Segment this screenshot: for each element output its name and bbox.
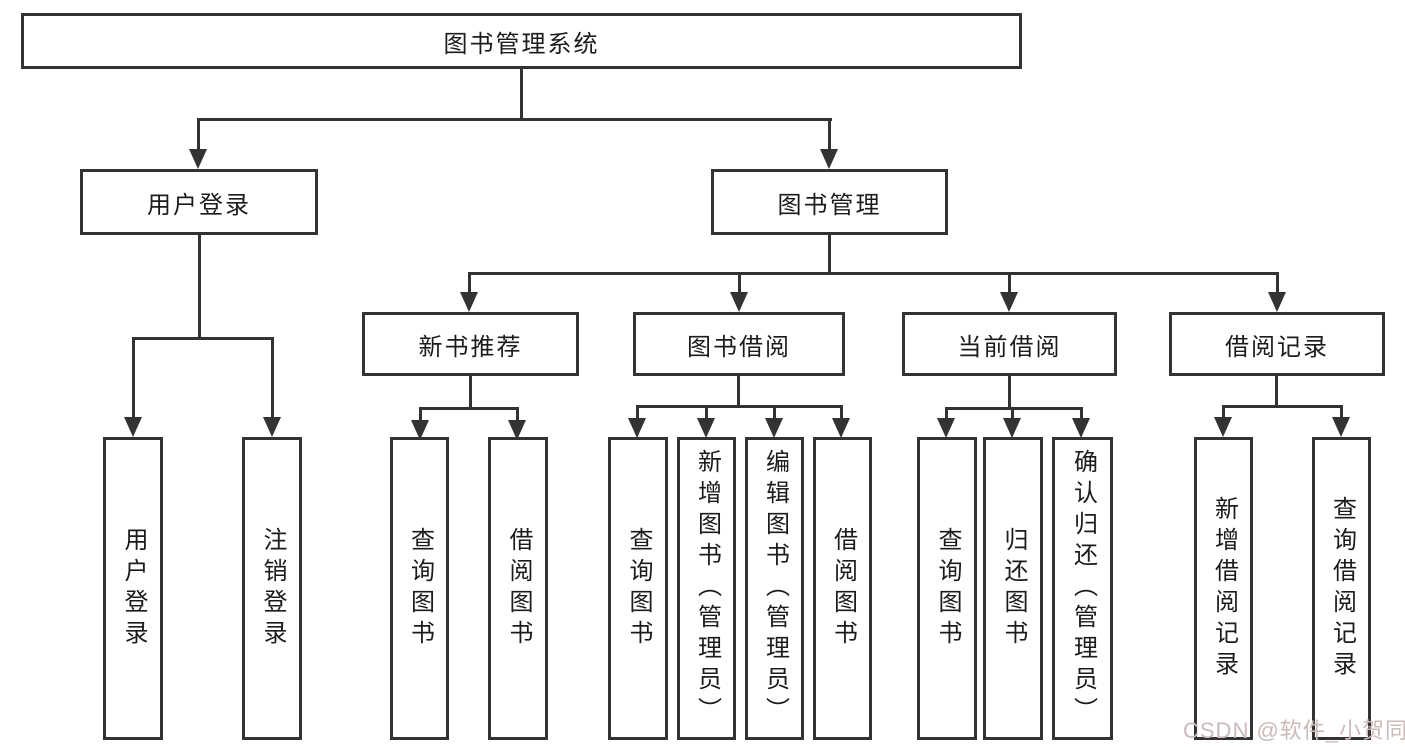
- arrowhead-down-icon: [697, 418, 715, 438]
- connector-records-drop-2: [1340, 405, 1343, 417]
- arrowhead-down-icon: [1072, 418, 1090, 438]
- node-user-login-label: 用户登录: [147, 191, 251, 219]
- leaf-borrow-edit-books-admin-label: 编辑图书（管理员）: [761, 449, 789, 728]
- connector-borrow-stem: [737, 376, 740, 405]
- leaf-recommend-query-books-label: 查询图书: [406, 526, 434, 651]
- leaf-borrow-query-books: 查询图书: [608, 437, 668, 740]
- connector-current-drop-3: [1080, 407, 1083, 418]
- connector-borrow-rail: [636, 405, 843, 408]
- connector-root-drop-right: [828, 118, 831, 150]
- node-book-borrowing: 图书借阅: [633, 312, 845, 376]
- node-new-book-recommend: 新书推荐: [362, 312, 579, 376]
- connector-records-stem: [1275, 376, 1278, 405]
- leaf-records-add-record: 新增借阅记录: [1194, 437, 1253, 740]
- connector-recommend-rail: [419, 407, 519, 410]
- arrowhead-down-icon: [1003, 418, 1021, 438]
- leaf-current-query-books-label: 查询图书: [934, 526, 961, 651]
- csdn-watermark: CSDN @软件_小贺同学: [1183, 718, 1405, 743]
- leaf-recommend-query-books: 查询图书: [390, 437, 449, 740]
- connector-root-stem: [520, 69, 523, 119]
- arrowhead-down-icon: [263, 417, 281, 437]
- leaf-current-confirm-return-admin-label: 确认归还（管理员）: [1069, 449, 1097, 728]
- connector-recommend-stem: [469, 376, 472, 407]
- arrowhead-down-icon: [124, 417, 142, 437]
- leaf-records-query-record-label: 查询借阅记录: [1328, 495, 1356, 682]
- node-book-management-label: 图书管理: [777, 191, 882, 219]
- connector-recommend-drop-1: [419, 407, 422, 420]
- arrowhead-down-icon: [730, 292, 748, 312]
- arrowhead-down-icon: [508, 420, 526, 440]
- connector-borrow-drop-3: [773, 405, 776, 418]
- connector-mgmt-drop-1: [468, 272, 471, 292]
- leaf-records-add-record-label: 新增借阅记录: [1210, 495, 1238, 682]
- connector-login-rail: [132, 337, 274, 340]
- connector-root-drop-left: [197, 118, 200, 150]
- node-current-borrowing-label: 当前借阅: [957, 333, 1062, 361]
- leaf-user-login: 用户登录: [103, 437, 163, 740]
- connector-mgmt-stem: [828, 235, 831, 272]
- leaf-records-query-record: 查询借阅记录: [1312, 437, 1371, 740]
- arrowhead-down-icon: [765, 418, 783, 438]
- leaf-current-query-books: 查询图书: [917, 437, 977, 740]
- connector-borrow-drop-1: [636, 405, 639, 418]
- leaf-borrow-borrow-books: 借阅图书: [813, 437, 872, 740]
- arrowhead-down-icon: [1332, 417, 1350, 437]
- connector-mgmt-drop-3: [1008, 272, 1011, 292]
- node-new-book-recommend-label: 新书推荐: [418, 333, 523, 361]
- arrowhead-down-icon: [411, 420, 429, 440]
- leaf-borrow-query-books-label: 查询图书: [625, 526, 652, 651]
- node-book-borrowing-label: 图书借阅: [687, 333, 791, 361]
- connector-current-rail: [945, 407, 1083, 410]
- connector-login-drop-2: [271, 337, 274, 417]
- leaf-logout: 注销登录: [242, 437, 302, 740]
- arrowhead-down-icon: [189, 149, 207, 169]
- connector-records-rail: [1222, 405, 1343, 408]
- connector-login-drop-1: [132, 337, 135, 417]
- leaf-logout-label: 注销登录: [259, 526, 286, 651]
- node-root-label: 图书管理系统: [443, 30, 600, 58]
- connector-records-drop-1: [1222, 405, 1225, 417]
- node-root: 图书管理系统: [21, 13, 1022, 69]
- leaf-borrow-borrow-books-label: 借阅图书: [829, 526, 857, 651]
- connector-mgmt-rail: [468, 272, 1279, 275]
- connector-login-stem: [198, 235, 201, 337]
- leaf-user-login-label: 用户登录: [120, 526, 147, 651]
- leaf-borrow-edit-books-admin: 编辑图书（管理员）: [745, 437, 804, 740]
- connector-mgmt-drop-2: [738, 272, 741, 292]
- arrowhead-down-icon: [820, 149, 838, 169]
- leaf-current-return-books-label: 归还图书: [1000, 526, 1027, 651]
- node-book-management: 图书管理: [711, 169, 948, 235]
- leaf-borrow-add-books-admin-label: 新增图书（管理员）: [693, 449, 721, 728]
- arrowhead-down-icon: [1214, 417, 1232, 437]
- connector-borrow-drop-2: [705, 405, 708, 418]
- connector-root-rail: [197, 118, 832, 121]
- arrowhead-down-icon: [937, 418, 955, 438]
- node-user-login: 用户登录: [80, 169, 318, 235]
- arrowhead-down-icon: [832, 418, 850, 438]
- connector-borrow-drop-4: [840, 405, 843, 418]
- connector-mgmt-drop-4: [1276, 272, 1279, 292]
- connector-current-drop-1: [945, 407, 948, 418]
- arrowhead-down-icon: [628, 418, 646, 438]
- arrowhead-down-icon: [1000, 292, 1018, 312]
- node-current-borrowing: 当前借阅: [902, 312, 1117, 376]
- connector-current-drop-2: [1011, 407, 1014, 418]
- connector-current-stem: [1008, 376, 1011, 407]
- leaf-borrow-add-books-admin: 新增图书（管理员）: [677, 437, 736, 740]
- arrowhead-down-icon: [460, 292, 478, 312]
- node-borrowing-records-label: 借阅记录: [1225, 333, 1329, 361]
- leaf-current-confirm-return-admin: 确认归还（管理员）: [1052, 437, 1113, 740]
- node-borrowing-records: 借阅记录: [1169, 312, 1385, 376]
- arrowhead-down-icon: [1268, 292, 1286, 312]
- leaf-recommend-borrow-books: 借阅图书: [488, 437, 548, 740]
- leaf-recommend-borrow-books-label: 借阅图书: [505, 526, 532, 651]
- leaf-current-return-books: 归还图书: [983, 437, 1043, 740]
- connector-recommend-drop-2: [516, 407, 519, 420]
